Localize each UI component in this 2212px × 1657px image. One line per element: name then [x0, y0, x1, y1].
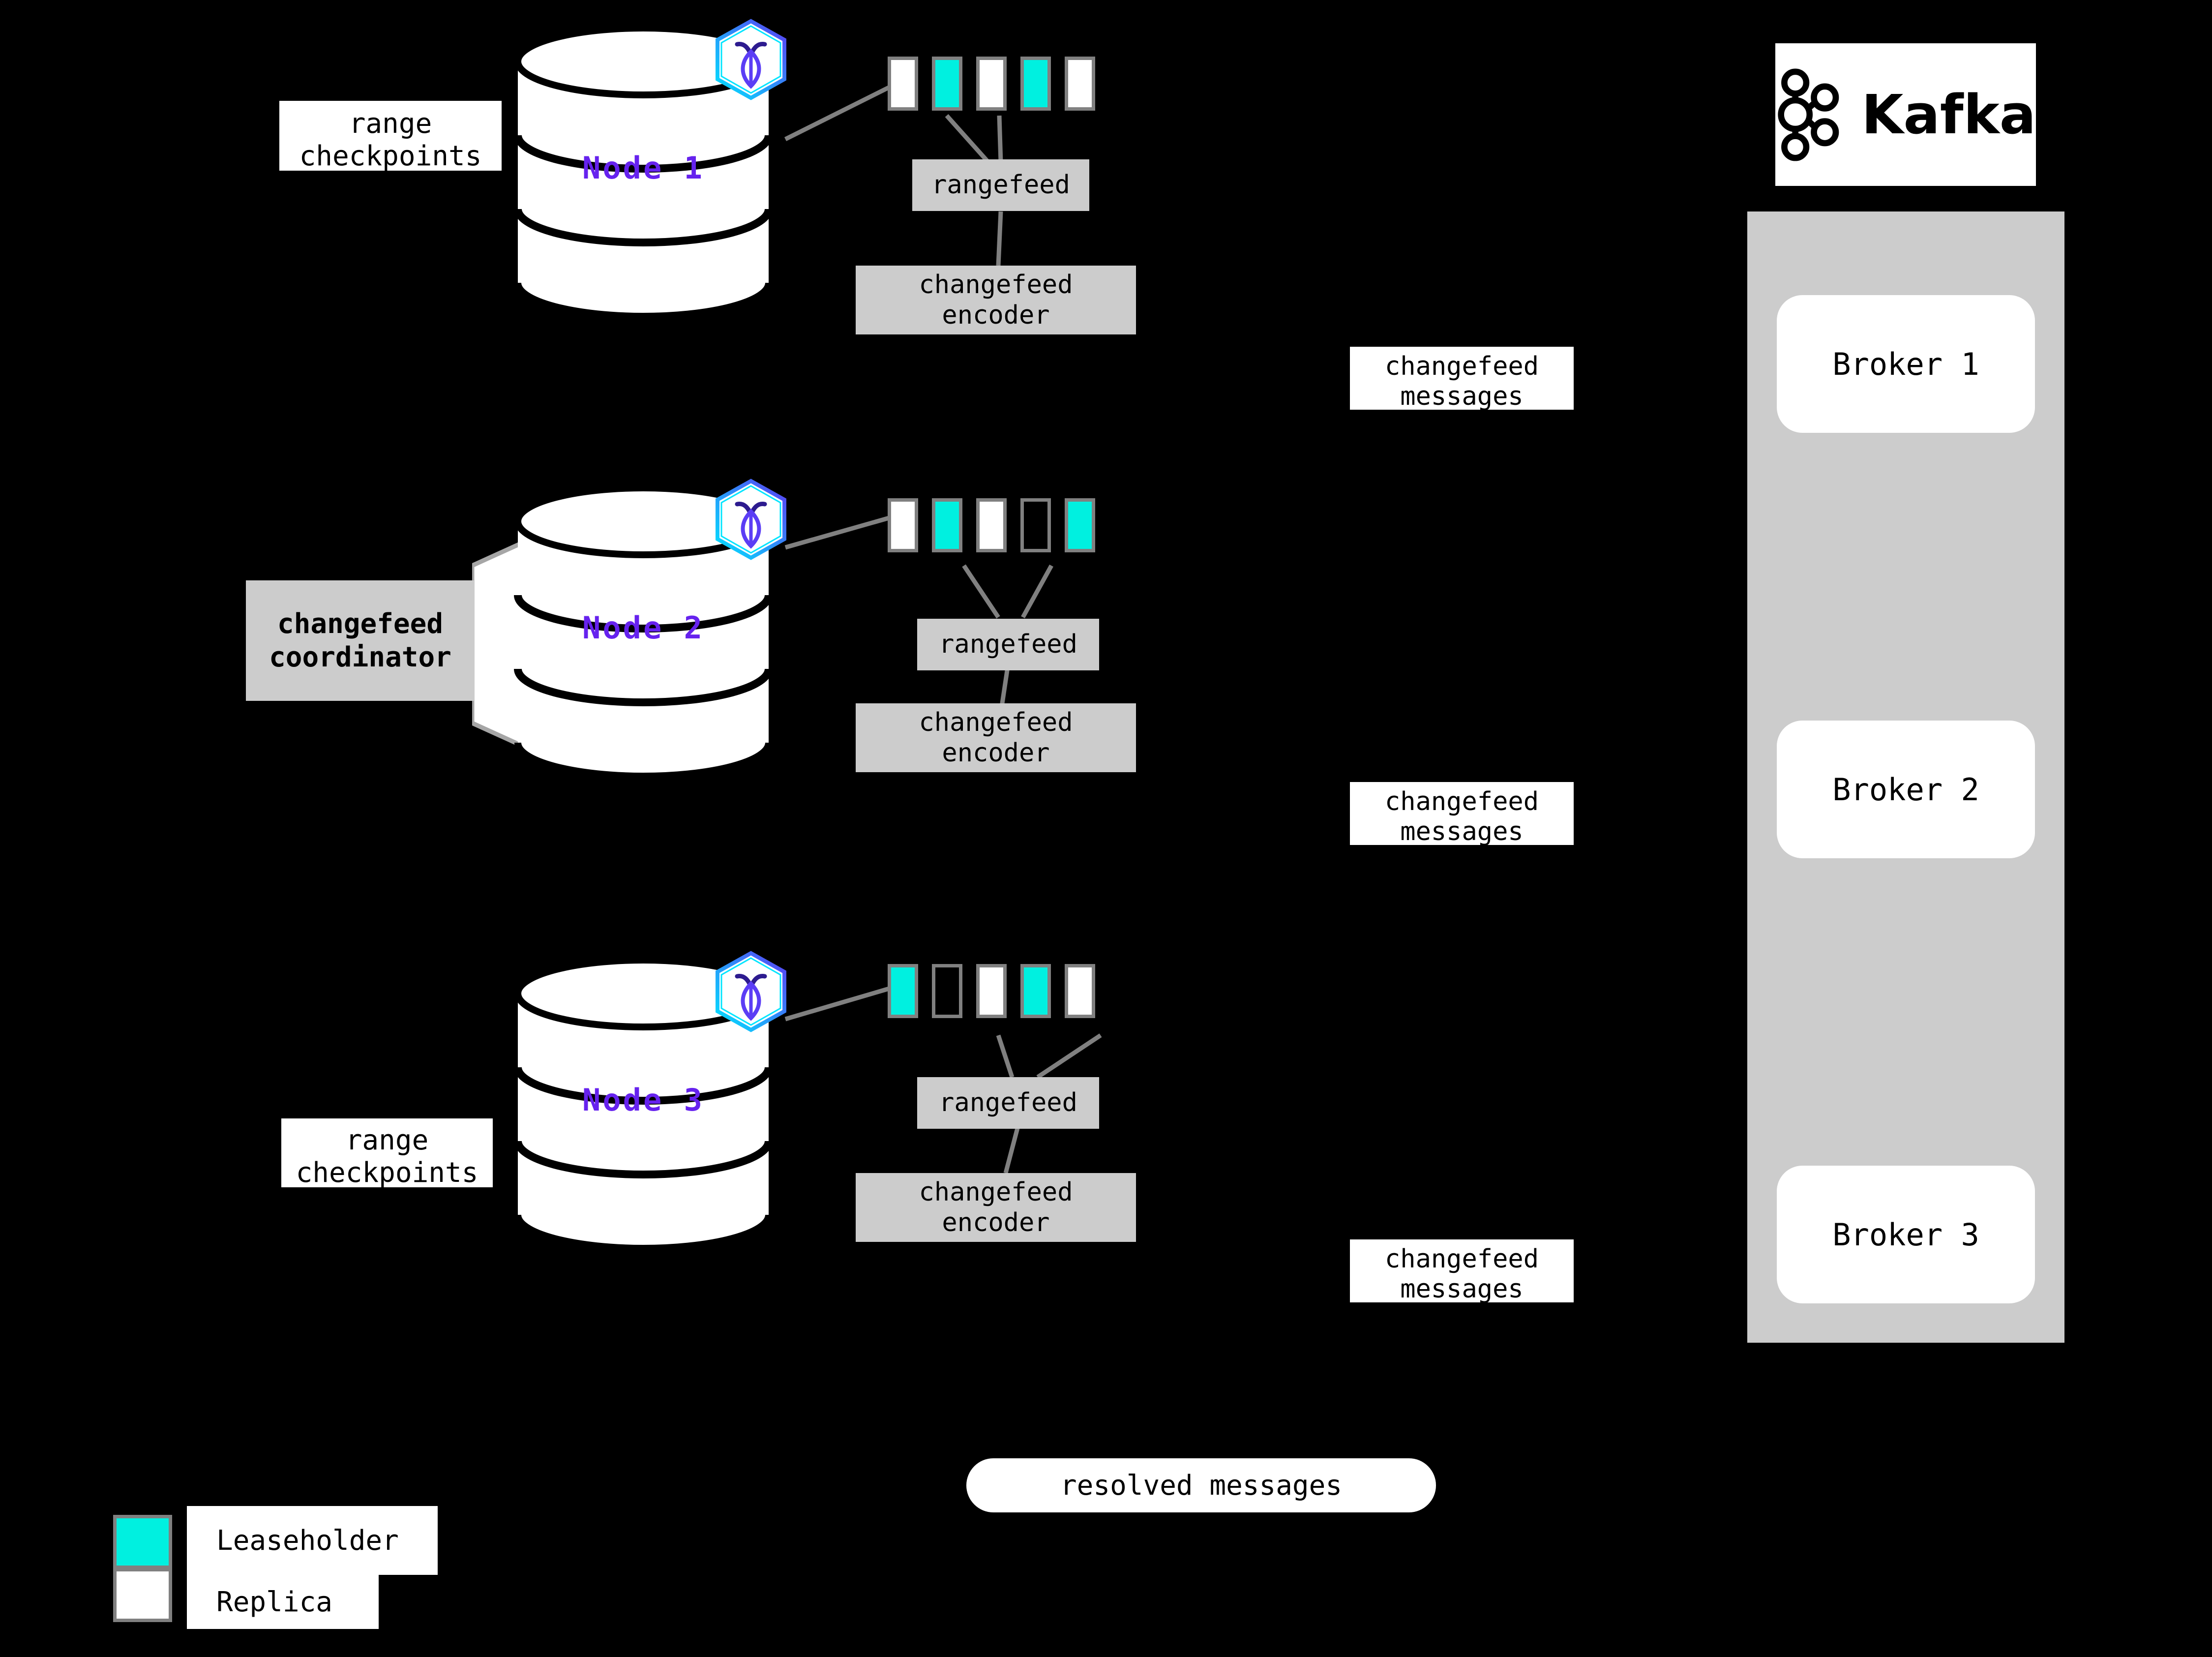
changefeed-coordinator-box[interactable]: changefeed coordinator — [246, 580, 475, 701]
cockroachdb-logo-icon-node1 — [712, 17, 790, 103]
node-label-node2: Node 2 — [582, 610, 704, 646]
range-node2-3[interactable] — [976, 498, 1007, 552]
range-node3-5[interactable] — [1065, 964, 1095, 1018]
legend-swatch-leaseholder — [113, 1515, 172, 1569]
range-node3-4[interactable] — [1020, 964, 1051, 1018]
range-node2-5[interactable] — [1065, 498, 1095, 552]
legend: Leaseholder Replica — [113, 1506, 438, 1638]
kafka-nodes-icon — [1778, 68, 1839, 161]
range-node1-4[interactable] — [1020, 57, 1051, 111]
cockroachdb-logo-icon-node2 — [712, 477, 790, 563]
rangefeed-box-node3[interactable]: rangefeed — [917, 1077, 1099, 1129]
broker-2[interactable]: Broker 2 — [1777, 721, 2035, 858]
range-node1-1[interactable] — [888, 57, 918, 111]
node-cylinder-node2[interactable]: Node 2 — [513, 487, 774, 782]
node-cylinder-node1[interactable]: Node 1 — [513, 27, 774, 322]
changefeed-messages-label-node1: changefeed messages — [1350, 347, 1574, 410]
changefeed-encoder-box-node2[interactable]: changefeed encoder — [856, 703, 1136, 772]
range-node3-2[interactable] — [932, 964, 962, 1018]
changefeed-encoder-box-node3[interactable]: changefeed encoder — [856, 1173, 1136, 1242]
range-node1-2[interactable] — [932, 57, 962, 111]
node-label-node1: Node 1 — [582, 150, 704, 186]
range-node2-1[interactable] — [888, 498, 918, 552]
legend-label-replica: Replica — [187, 1575, 379, 1629]
node-cylinder-node3[interactable]: Node 3 — [513, 959, 774, 1254]
broker-3[interactable]: Broker 3 — [1777, 1166, 2035, 1303]
rangefeed-box-node2[interactable]: rangefeed — [917, 619, 1099, 670]
rangefeed-box-node1[interactable]: rangefeed — [912, 159, 1089, 211]
legend-swatch-replica — [113, 1568, 172, 1622]
kafka-logo: Kafka — [1775, 43, 2036, 186]
range-node1-5[interactable] — [1065, 57, 1095, 111]
range-node2-2[interactable] — [932, 498, 962, 552]
kafka-cluster-panel: Broker 1 Broker 2 Broker 3 — [1747, 211, 2064, 1343]
range-checkpoints-label-node3: range checkpoints — [281, 1118, 493, 1187]
range-node1-3[interactable] — [976, 57, 1007, 111]
resolved-messages-pill[interactable]: resolved messages — [966, 1458, 1436, 1512]
range-checkpoints-label-node1: range checkpoints — [279, 101, 502, 171]
changefeed-encoder-box-node1[interactable]: changefeed encoder — [856, 266, 1136, 334]
broker-1[interactable]: Broker 1 — [1777, 295, 2035, 433]
node-label-node3: Node 3 — [582, 1082, 704, 1118]
changefeed-messages-label-node2: changefeed messages — [1350, 782, 1574, 845]
range-node3-3[interactable] — [976, 964, 1007, 1018]
changefeed-messages-label-node3: changefeed messages — [1350, 1239, 1574, 1302]
range-node3-1[interactable] — [888, 964, 918, 1018]
legend-label-leaseholder: Leaseholder — [187, 1506, 438, 1575]
cockroachdb-logo-icon-node3 — [712, 949, 790, 1035]
kafka-inbound-arrowhead — [2063, 334, 2100, 366]
range-node2-4[interactable] — [1020, 498, 1051, 552]
kafka-wordmark: Kafka — [1861, 83, 2036, 146]
